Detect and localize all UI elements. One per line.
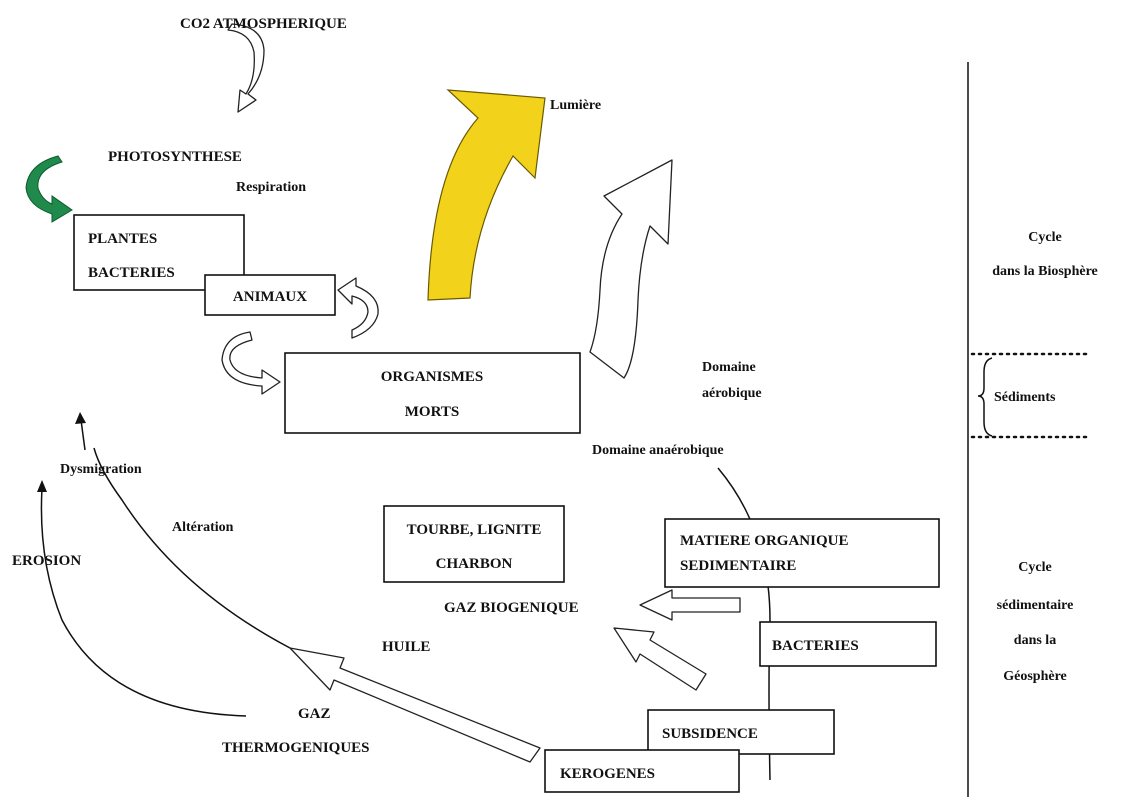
respiration-label: Respiration <box>236 180 306 195</box>
geosphere-cycle-label-2: sédimentaire <box>997 598 1074 613</box>
erosion-label: EROSION <box>12 553 81 569</box>
dead-organisms-box <box>284 352 581 434</box>
oil-label: HUILE <box>382 639 430 655</box>
bacteria-to-biogenic-gas-arrow <box>613 627 707 691</box>
geosphere-cycle-label-3: dans la <box>1014 633 1056 648</box>
bacteria-label: BACTERIES <box>772 638 859 654</box>
geosphere-cycle-label-4: Géosphère <box>1003 669 1067 684</box>
dead-organisms-label-1: ORGANISMES <box>381 369 484 385</box>
alteration-label: Altération <box>172 520 234 535</box>
coal-label: CHARBON <box>436 556 513 572</box>
co2-to-photosynthesis-arrow-icon <box>227 23 265 113</box>
sediments-brace <box>977 357 993 437</box>
respiration-arrow-icon <box>25 155 73 223</box>
subsidence-label: SUBSIDENCE <box>662 726 758 742</box>
sedimentary-organic-matter-box <box>664 518 940 588</box>
kerogen-box <box>544 749 740 793</box>
sedimentary-label: SEDIMENTAIRE <box>680 558 796 574</box>
sediments-label: Sédiments <box>994 390 1056 405</box>
erosion-curve <box>40 487 247 717</box>
bacteria-box <box>759 621 937 667</box>
kerogen-to-oil-arrow <box>289 647 541 763</box>
erosion-arrowhead <box>37 480 47 492</box>
animals-cycle-arrow-icon <box>337 277 379 339</box>
aerobic-domain-label-1: Domaine <box>702 360 756 375</box>
light-label: Lumière <box>550 98 601 113</box>
decomposition-arrow-icon <box>589 159 673 379</box>
co2-label: CO2 ATMOSPHERIQUE <box>180 16 347 32</box>
biosphere-cycle-label-2: dans la Biosphère <box>992 264 1098 279</box>
kerogen-label: KEROGENES <box>560 766 655 782</box>
peat-lignite-label: TOURBE, LIGNITE <box>407 522 542 538</box>
biosphere-cycle-label-1: Cycle <box>1028 230 1061 245</box>
animals-label: ANIMAUX <box>233 289 307 305</box>
plants-to-dead-arrow-icon <box>221 331 281 395</box>
dysmigration-arrowhead <box>75 412 86 424</box>
organic-matter-label: MATIERE ORGANIQUE <box>680 533 849 549</box>
dysmigration-label: Dysmigration <box>60 462 142 477</box>
light-arrow-icon <box>427 89 546 301</box>
alteration-curve <box>93 447 291 649</box>
subsidence-box <box>647 709 835 755</box>
matter-to-biogenic-gas-arrow <box>639 589 741 621</box>
anaerobic-domain-label: Domaine anaérobique <box>592 443 724 458</box>
geosphere-cycle-label-1: Cycle <box>1018 560 1051 575</box>
photosynthesis-label: PHOTOSYNTHESE <box>108 149 242 165</box>
thermogenic-label: THERMOGENIQUES <box>222 740 370 756</box>
gas-label: GAZ <box>298 706 331 722</box>
plants-bacteria-label: BACTERIES <box>88 265 175 281</box>
dysmigration-arrow-shaft <box>80 419 86 451</box>
plants-label: PLANTES <box>88 231 157 247</box>
animals-box <box>204 274 336 316</box>
biogenic-gas-label: GAZ BIOGENIQUE <box>444 600 579 616</box>
aerobic-domain-label-2: aérobique <box>702 386 762 401</box>
peat-coal-box <box>383 505 565 583</box>
dead-organisms-label-2: MORTS <box>405 404 459 420</box>
